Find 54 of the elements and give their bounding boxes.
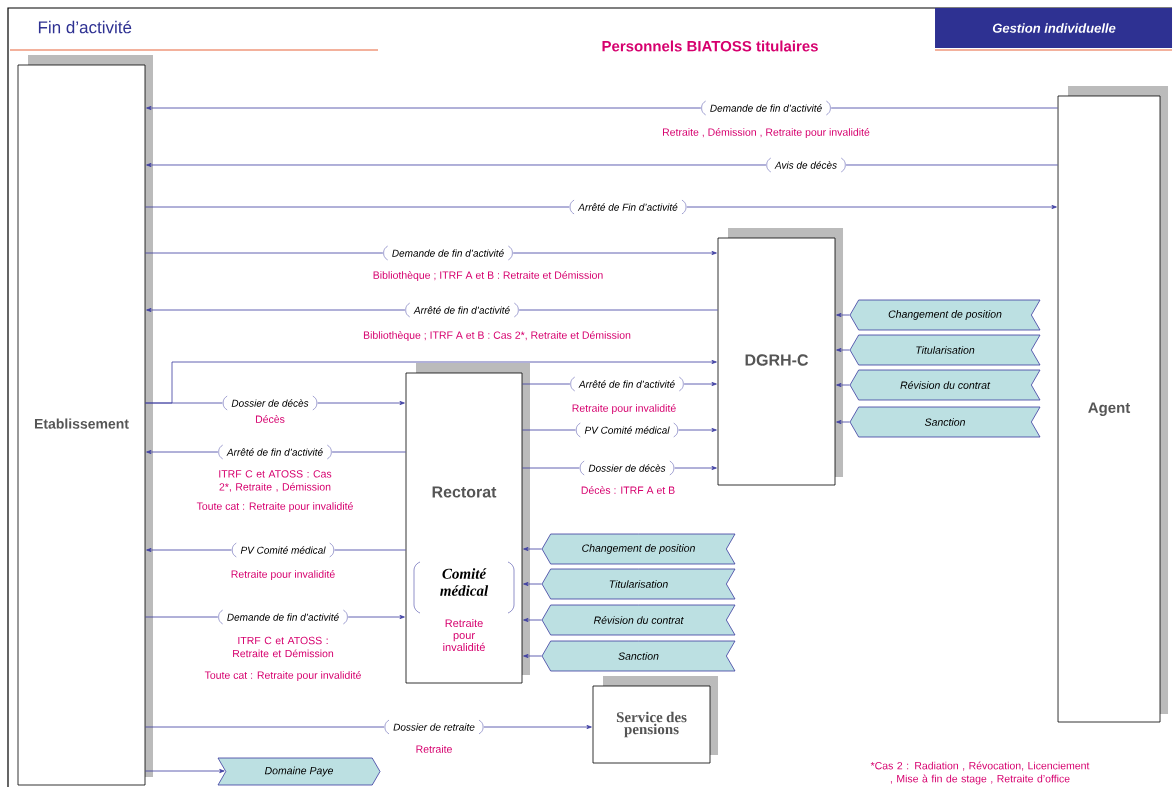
entity-box: Rectorat Comité médical Retraite pour invalidité [405, 363, 530, 684]
edge-label: Dossier de décès [222, 395, 318, 411]
note-text: Toute cat : Retraite pour invalidité [196, 502, 353, 512]
note-text: ITRF C et ATOSS : Retraite et Démission [233, 636, 334, 658]
subtitle: Personnels BIATOSS titulaires [602, 40, 818, 52]
arrow [523, 618, 542, 622]
entity-box: Service des pensions [592, 676, 718, 764]
entity-box: Agent [1057, 86, 1168, 723]
edge-label: Avis de décès [765, 157, 847, 173]
note-text: Retraite , Démission , Retraite pour invalidité [663, 128, 870, 138]
arrow [836, 420, 850, 424]
arrow [146, 163, 1058, 167]
note-text: Décès : ITRF A et B [581, 486, 675, 494]
chevron-tag: Domaine Paye [217, 757, 381, 786]
arrow [836, 383, 850, 387]
chevron-tag: Changement de position [541, 533, 736, 565]
note-text: Retraite pour invalidité [231, 570, 335, 580]
header-banner: Gestion individuelle [935, 8, 1172, 48]
edge-label: Dossier de décès [579, 460, 675, 476]
entity-box: Etablissement [17, 55, 153, 786]
edge-label: Arrêté de fin d’activité [217, 444, 333, 460]
note-text: *Cas 2 : Radiation , Révocation, Licenciement , Mise à fin de stage , Retraite d’office [870, 761, 1090, 785]
chevron-tag: Titularisation [541, 568, 736, 600]
chevron-tag: Révision du contrat [849, 369, 1041, 401]
arrow [145, 769, 225, 773]
chevron-tag: Changement de position [849, 299, 1041, 331]
note-text: Bibliothèque ; ITRF A et B : Cas 2*, Retraite et Démission [363, 331, 631, 341]
arrow [836, 348, 850, 352]
edge-label: Demande de fin d’activité [382, 245, 514, 261]
edge-label: Demande de fin d’activité [217, 609, 349, 625]
note-text: ITRF C et ATOSS : Cas 2*, Retraite , Démission [219, 470, 332, 492]
note-text: Retraite pour invalidité [572, 404, 676, 414]
chevron-tag: Sanction [541, 640, 736, 672]
arrow [145, 360, 717, 404]
arrow [523, 547, 542, 551]
chevron-tag: Titularisation [849, 334, 1041, 366]
edge-label: Arrêté de Fin d’activité [569, 199, 687, 215]
note-text: Bibliothèque ; ITRF A et B : Retraite et Démission [373, 271, 603, 281]
chevron-tag: Sanction [849, 406, 1041, 438]
edge-label: Arrêté de fin d’activité [404, 302, 520, 318]
edge-label: PV Comité médical [231, 542, 335, 558]
arrow [523, 582, 542, 586]
edge-label: PV Comité médical [575, 422, 679, 438]
title: Fin d’activité [38, 20, 132, 34]
note-text: Toute cat : Retraite pour invalidité [204, 671, 361, 681]
edge-label: Arrêté de fin d’activité [569, 376, 685, 392]
edge-label: Demande de fin d’activité [700, 100, 832, 116]
note-text: Retraite [416, 745, 452, 753]
chevron-tag: Révision du contrat [541, 604, 736, 636]
edge-label: Dossier de retraite [384, 719, 484, 735]
arrow [523, 654, 542, 658]
entity-box: DGRH-C [717, 228, 843, 486]
note-text: Décès [256, 415, 285, 423]
arrow [836, 313, 850, 317]
